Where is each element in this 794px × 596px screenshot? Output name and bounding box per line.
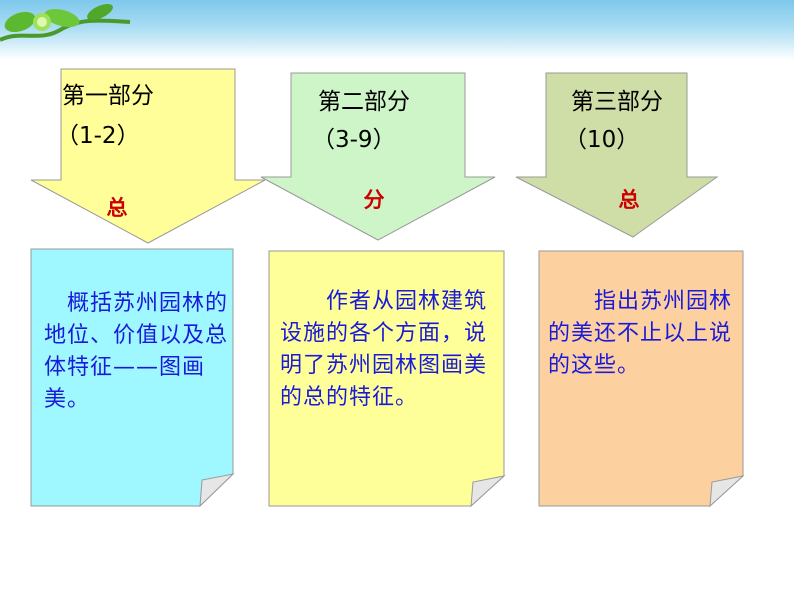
section-1-heading-arrow [30,68,266,244]
section-3-description: 指出苏州园林的美还不止以上说的这些。 [548,289,733,378]
top-banner [0,0,794,60]
section-3-arrow-label: 总 [618,188,640,212]
section-2-description: 作者从园林建筑设施的各个方面，说明了苏州园林图画美的总的特征。 [280,289,488,410]
section-2-arrow-label: 分 [363,188,385,212]
section-2-range: （3-9） [312,127,396,153]
section-3-note-card [538,250,745,508]
section-2-note-card [268,250,506,508]
vine-decoration-icon [0,3,131,42]
section-3-heading-arrow [515,72,719,238]
section-3-range: （10） [564,127,640,153]
section-2-heading: 第二部分 [318,89,410,115]
section-1-note-card [30,248,235,508]
section-3-heading: 第三部分 [571,89,663,115]
section-1-range: （1-2） [56,123,140,149]
section-1-description: 概括苏州园林的地位、价值以及总体特征——图画美。 [44,291,229,412]
section-1-heading: 第一部分 [62,83,154,109]
section-1-arrow-label: 总 [106,196,128,220]
section-2-heading-arrow [260,72,496,241]
